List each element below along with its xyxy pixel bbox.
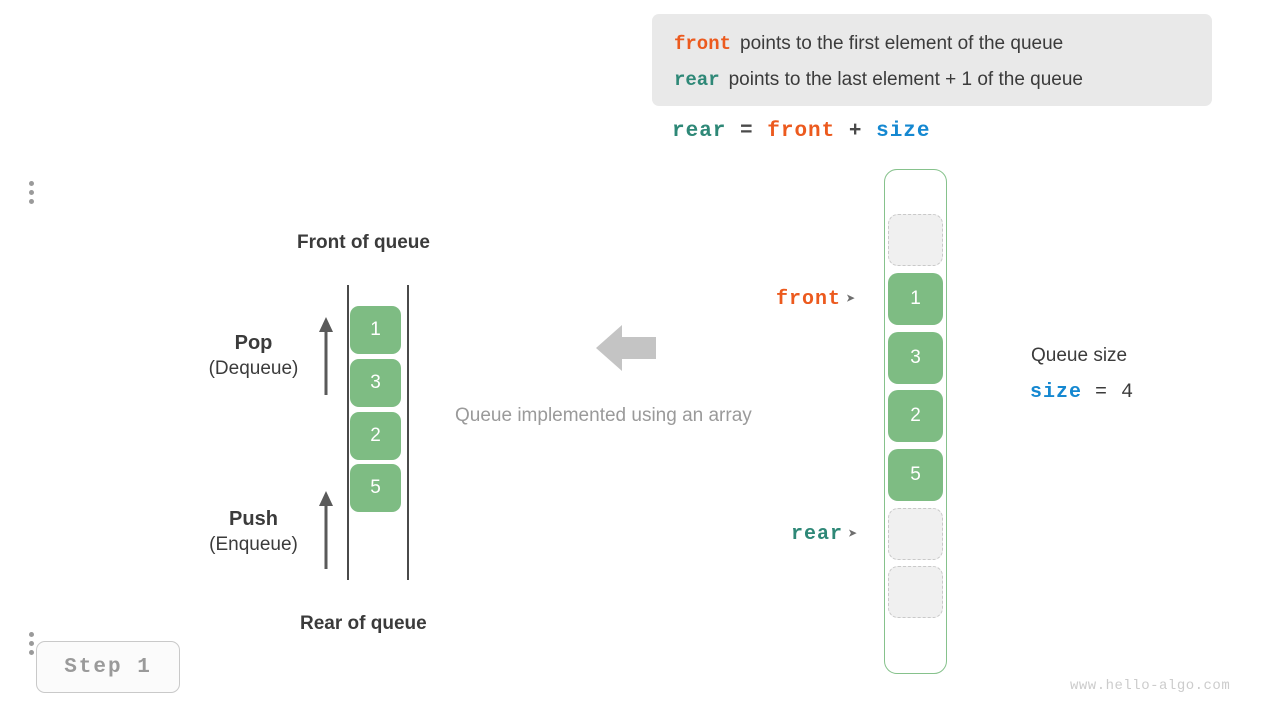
queue-cell: 3 xyxy=(350,359,401,407)
queue-cell: 5 xyxy=(350,464,401,512)
array-slot-filled: 3 xyxy=(888,332,943,384)
rear-of-queue-label: Rear of queue xyxy=(300,613,427,634)
formula-size: size xyxy=(876,120,931,143)
array-slot-empty xyxy=(888,214,943,266)
front-of-queue-label: Front of queue xyxy=(297,232,430,253)
front-pointer-arrow-icon: ➤ xyxy=(846,291,856,309)
formula-rear-equals-front-plus-size: rear = front + size xyxy=(672,120,931,143)
front-pointer-label: front xyxy=(776,288,842,311)
queue-size-title: Queue size xyxy=(1031,345,1128,366)
formula-equals: = xyxy=(740,120,754,143)
legend-text-front: points to the first element of the queue xyxy=(740,33,1064,54)
push-arrow-up-icon xyxy=(319,491,333,569)
rear-pointer-arrow-icon: ➤ xyxy=(848,526,858,544)
rear-pointer-label: rear xyxy=(791,523,844,546)
watermark: www.hello-algo.com xyxy=(1070,678,1231,694)
legend-keyword-rear: rear xyxy=(674,69,720,91)
push-label: Push (Enqueue) xyxy=(195,508,312,556)
pop-label: Pop (Dequeue) xyxy=(196,332,311,380)
size-equals: = xyxy=(1095,381,1109,404)
queue-size-expression: size = 4 xyxy=(1030,381,1134,404)
push-title: Push xyxy=(229,508,278,530)
formula-plus: + xyxy=(848,120,863,143)
queue-cell: 2 xyxy=(350,412,401,460)
queue-cell: 1 xyxy=(350,306,401,354)
array-slot-filled: 5 xyxy=(888,449,943,501)
array-implementation-caption: Queue implemented using an array xyxy=(455,405,752,426)
front-pointer: front➤ xyxy=(776,288,856,311)
legend-box: front points to the first element of the … xyxy=(652,14,1212,106)
size-variable: size xyxy=(1030,381,1083,404)
pop-title: Pop xyxy=(234,332,273,354)
push-subtitle: (Enqueue) xyxy=(209,534,298,555)
vertical-ellipsis-icon xyxy=(0,181,63,204)
formula-front: front xyxy=(767,120,836,143)
array-slot-filled: 1 xyxy=(888,273,943,325)
formula-rear: rear xyxy=(672,120,727,143)
step-badge: Step 1 xyxy=(36,641,180,693)
size-value: 4 xyxy=(1121,381,1135,404)
array-slot-empty xyxy=(888,508,943,560)
pop-arrow-up-icon xyxy=(319,317,333,395)
rear-pointer: rear➤ xyxy=(791,523,858,546)
array-slot-filled: 2 xyxy=(888,390,943,442)
vertical-ellipsis-icon xyxy=(0,632,63,655)
array-container xyxy=(884,169,947,674)
queue-rail-left xyxy=(347,285,349,580)
legend-keyword-front: front xyxy=(674,33,732,55)
array-slot-empty xyxy=(888,566,943,618)
legend-line-front: front points to the first element of the … xyxy=(674,26,1190,62)
legend-text-rear: points to the last element + 1 of the qu… xyxy=(728,69,1083,90)
legend-line-rear: rear points to the last element + 1 of th… xyxy=(674,62,1190,98)
queue-rail-right xyxy=(407,285,409,580)
arrow-left-icon xyxy=(596,325,656,371)
pop-subtitle: (Dequeue) xyxy=(208,358,299,379)
